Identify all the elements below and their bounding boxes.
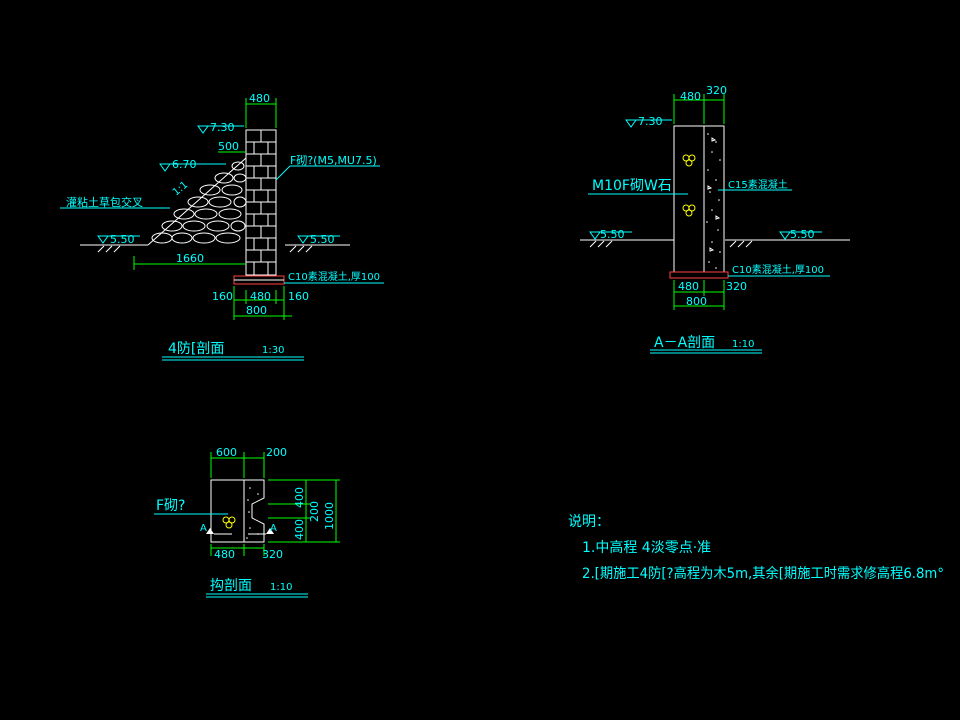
aa-dim-320b: 320 — [726, 280, 747, 293]
riprap-stones — [151, 161, 247, 244]
section-aa-title: A－A剖面 — [654, 335, 715, 351]
concrete-hatch — [706, 133, 721, 269]
slope-ratio: 1:1 — [171, 180, 190, 199]
elev-mid: 6.70 — [172, 158, 197, 171]
notes-heading: 说明： — [568, 514, 610, 530]
section-aa-scale: 1:10 — [732, 339, 754, 350]
notes-line-1: 1.中高程 4淡零点·准 — [582, 539, 711, 556]
plan-label-a2: A — [270, 523, 277, 534]
aa-note-stone: M10F砌W石 — [592, 178, 672, 194]
plan-view: 600 200 F砌? A A 400 200 400 1000 480 320… — [154, 446, 340, 598]
plan-label-a1: A — [200, 523, 207, 534]
plan-dim-600: 600 — [216, 446, 237, 459]
dim-1660: 1660 — [176, 252, 204, 265]
aa-note-c15: C15素混凝土 — [728, 178, 788, 191]
aa-dim-480b: 480 — [678, 280, 699, 293]
note-fill: 灌粘土草包交叉 — [66, 195, 143, 209]
plan-dim-200: 200 — [266, 446, 287, 459]
aa-dim-800: 800 — [686, 295, 707, 308]
plan-dim-v400a: 400 — [293, 487, 306, 508]
note-base: C10素混凝土,厚100 — [288, 270, 380, 283]
note-wall: F砌?(M5,MU7.5) — [290, 154, 377, 167]
aa-dim-320: 320 — [706, 84, 727, 97]
plan-scale: 1:10 — [270, 582, 292, 593]
notes: 说明： 1.中高程 4淡零点·准 2.[期施工4防[?高程为木5m,其余[期施工… — [568, 514, 944, 582]
plan-note-wall: F砌? — [156, 498, 185, 514]
elev-left: 5.50 — [110, 233, 135, 246]
elev-right: 5.50 — [310, 233, 335, 246]
dim-160b: 160 — [288, 290, 309, 303]
notes-line-2: 2.[期施工4防[?高程为木5m,其余[期施工时需求修高程6.8m° — [582, 565, 944, 582]
elev-top: 7.30 — [210, 121, 235, 134]
plan-dim-v400b: 400 — [293, 519, 306, 540]
aa-elev-left: 5.50 — [600, 228, 625, 241]
dim-500: 500 — [218, 140, 239, 153]
dim-top-480: 480 — [249, 92, 270, 105]
plan-stone-symbol — [222, 516, 236, 529]
aa-dim-480: 480 — [680, 90, 701, 103]
plan-dim-480: 480 — [214, 548, 235, 561]
plan-dim-320: 320 — [262, 548, 283, 561]
aa-note-base: C10素混凝土,厚100 — [732, 263, 824, 276]
section-left: 480 7.30 500 6.70 1:1 灌粘土草包交叉 F砌?(M5,MU7… — [60, 92, 384, 361]
aa-elev-top: 7.30 — [638, 115, 663, 128]
section-left-title: 4防[剖面 — [168, 341, 224, 357]
stone-symbol — [682, 154, 696, 217]
dim-160a: 160 — [212, 290, 233, 303]
plan-dim-v1000: 1000 — [323, 502, 336, 530]
section-left-scale: 1:30 — [262, 345, 284, 356]
section-aa: 480 320 7.30 M10F砌W石 C15素混凝土 5.50 5.50 C… — [580, 84, 850, 354]
dim-800: 800 — [246, 304, 267, 317]
plan-dim-v200: 200 — [308, 501, 321, 522]
dim-480: 480 — [250, 290, 271, 303]
plan-title: 抅剖面 — [210, 578, 252, 594]
aa-elev-right: 5.50 — [790, 228, 815, 241]
brick-hatch — [246, 130, 276, 275]
